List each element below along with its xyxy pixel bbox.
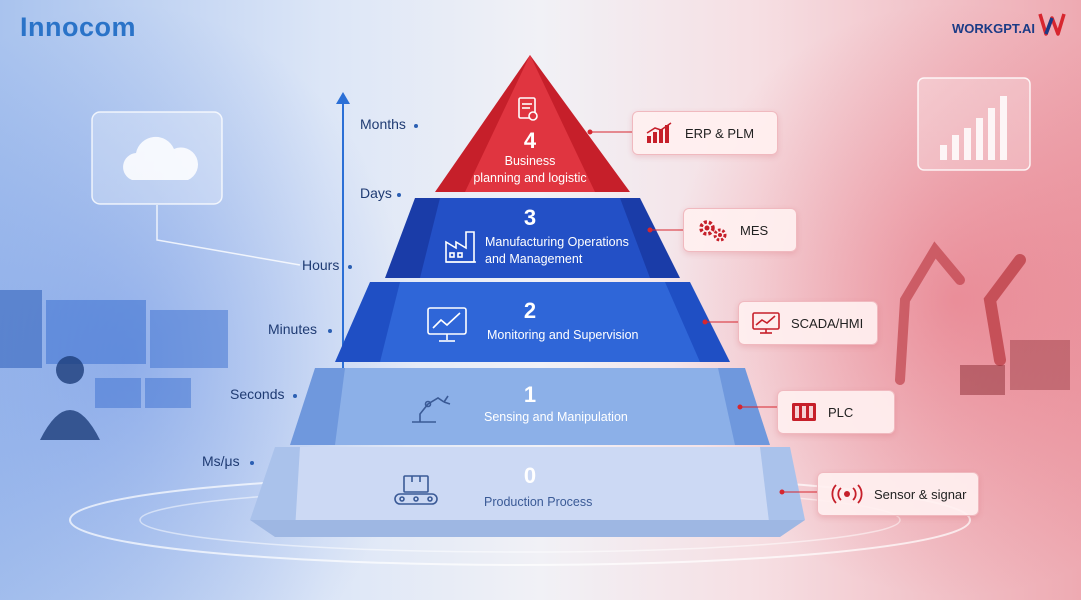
plc-icon bbox=[792, 403, 816, 421]
timescale-dot-ms bbox=[250, 461, 254, 465]
tier-3-title-line2: and Management bbox=[485, 252, 583, 266]
timescale-label-hours: Hours bbox=[302, 257, 340, 273]
system-label-mes: MES bbox=[740, 222, 769, 238]
tier-0-title: Production Process bbox=[484, 495, 593, 509]
cloud-connector bbox=[156, 205, 301, 266]
conveyor-box-icon bbox=[394, 475, 438, 505]
monitor-trend-icon bbox=[752, 312, 780, 334]
system-label-scada-hmi: SCADA/HMI bbox=[791, 315, 864, 331]
tier-2-number: 2 bbox=[523, 298, 537, 323]
right-chart-panel bbox=[917, 77, 1031, 171]
workgpt-logo-text: WORKGPT.AI bbox=[951, 21, 1035, 36]
robot-arm-icon bbox=[412, 395, 451, 423]
innocom-logo: Innocom bbox=[20, 12, 136, 42]
system-label-sensor: Sensor & signar bbox=[874, 486, 967, 502]
timescale-label-days: Days bbox=[360, 185, 392, 201]
system-box-scada-hmi: SCADA/HMI bbox=[738, 301, 878, 345]
timescale-dot-seconds bbox=[293, 394, 297, 398]
cloud-icon bbox=[123, 136, 199, 180]
signal-icon bbox=[831, 484, 863, 504]
timescale-dot-hours bbox=[348, 265, 352, 269]
tier-0-number: 0 bbox=[523, 463, 537, 488]
tier-4-title: Business planning and logistic bbox=[440, 153, 620, 187]
monitor-chart-icon bbox=[427, 307, 467, 342]
timescale-label-seconds: Seconds bbox=[230, 386, 285, 402]
system-box-plc: PLC bbox=[777, 390, 895, 434]
pyramid-tier-4 bbox=[435, 55, 630, 192]
pyramid-tier-3 bbox=[385, 198, 680, 278]
tier-3-title: Manufacturing Operations and Management bbox=[485, 234, 645, 268]
system-label-plc: PLC bbox=[828, 404, 854, 420]
system-label-erp-plm: ERP & PLM bbox=[685, 125, 755, 141]
system-box-mes: MES bbox=[683, 208, 797, 252]
system-connectors bbox=[587, 129, 817, 495]
workgpt-logo: WORKGPT.AI bbox=[952, 8, 1067, 38]
timescale-label-minutes: Minutes bbox=[268, 321, 318, 337]
gears-icon bbox=[699, 220, 727, 242]
timescale-label-ms: Ms/μs bbox=[202, 453, 240, 469]
timescale-dot-months bbox=[414, 124, 418, 128]
tier-2-title: Monitoring and Supervision bbox=[487, 328, 639, 342]
factory-icon bbox=[445, 231, 476, 263]
robot-arms bbox=[895, 241, 1070, 395]
tier-4-title-line2: planning and logistic bbox=[473, 171, 587, 185]
tier-1-title: Sensing and Manipulation bbox=[484, 410, 628, 424]
workgpt-logo-icon bbox=[1038, 13, 1066, 36]
tier-3-number: 3 bbox=[523, 205, 537, 230]
time-axis-arrowhead bbox=[336, 92, 350, 104]
tier-3-title-line1: Manufacturing Operations bbox=[485, 235, 629, 249]
pyramid-tier-0 bbox=[250, 447, 805, 537]
pyramid-tier-2 bbox=[335, 282, 730, 362]
tier-4-title-line1: Business bbox=[504, 154, 556, 168]
system-box-sensor: Sensor & signar bbox=[817, 472, 979, 516]
system-box-erp-plm: ERP & PLM bbox=[632, 111, 778, 155]
timescale-dot-days bbox=[397, 193, 401, 197]
bar-chart-icon bbox=[646, 122, 672, 143]
timescale-label-months: Months bbox=[360, 116, 406, 132]
timescale-dot-minutes bbox=[328, 329, 332, 333]
document-icon bbox=[518, 97, 538, 121]
control-room-monitors bbox=[0, 290, 228, 440]
tier-4-number: 4 bbox=[523, 128, 537, 153]
tier-1-number: 1 bbox=[523, 382, 537, 407]
pyramid-tier-1 bbox=[290, 368, 770, 445]
